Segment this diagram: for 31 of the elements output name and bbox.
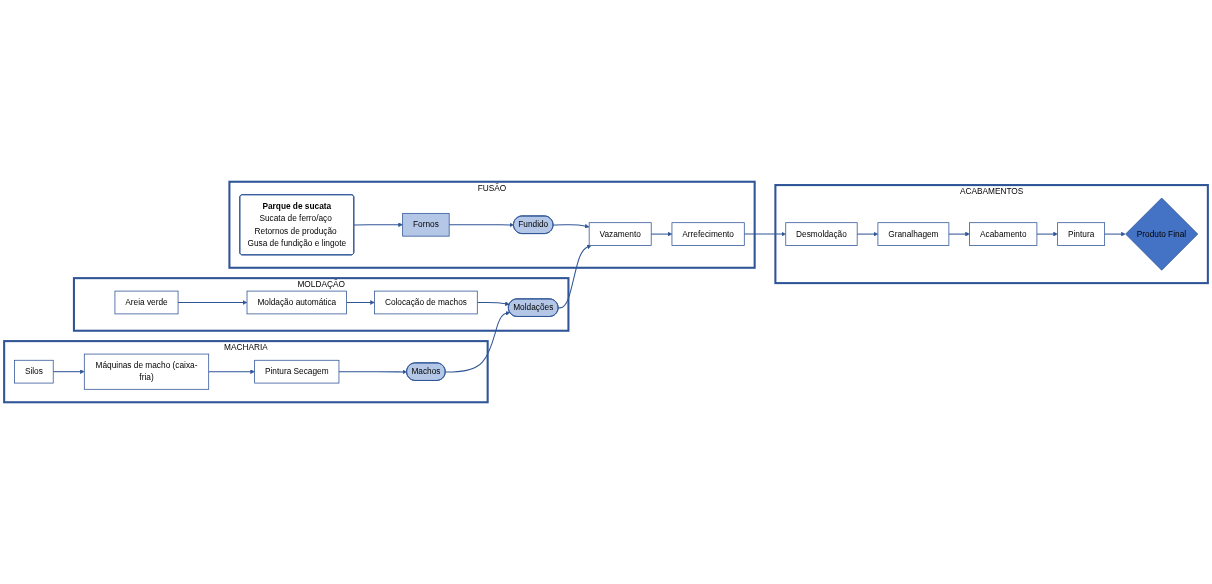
- arrow: [1104, 231, 1126, 237]
- node-box: Arrefecimento: [671, 222, 745, 246]
- arrow: [552, 223, 590, 229]
- arrow: [650, 231, 673, 237]
- node-diamond: Produto Final: [1125, 197, 1199, 271]
- arrow: [476, 301, 510, 306]
- node-box: Máquinas de macho (caixa-fria): [83, 353, 210, 390]
- arrow: [557, 244, 592, 309]
- arrow: [338, 369, 408, 375]
- node-box: Areia verde: [114, 290, 179, 315]
- arrow: [353, 222, 403, 228]
- node-box: Granalhagem: [877, 222, 950, 246]
- node-box: Pintura: [1057, 222, 1106, 246]
- node-box: Vazamento: [588, 222, 652, 246]
- node-box: Desmoldação: [785, 222, 858, 246]
- arrow: [856, 231, 879, 237]
- node-box: Fornos: [402, 212, 450, 237]
- node-box: Colocação de machos: [374, 290, 478, 315]
- arrow: [743, 231, 786, 237]
- node-box: Acabamento: [969, 222, 1038, 246]
- node-box: Pintura Secagem: [254, 359, 340, 384]
- arrow: [948, 231, 970, 237]
- arrow: [208, 369, 255, 374]
- arrow: [52, 369, 85, 374]
- arrow: [1036, 231, 1058, 237]
- arrow: [448, 222, 514, 228]
- node-box: Silos: [14, 359, 54, 384]
- node-box: Moldação automática: [246, 290, 347, 315]
- arrow: [177, 300, 248, 305]
- arrow: [444, 311, 511, 373]
- arrow: [346, 300, 375, 305]
